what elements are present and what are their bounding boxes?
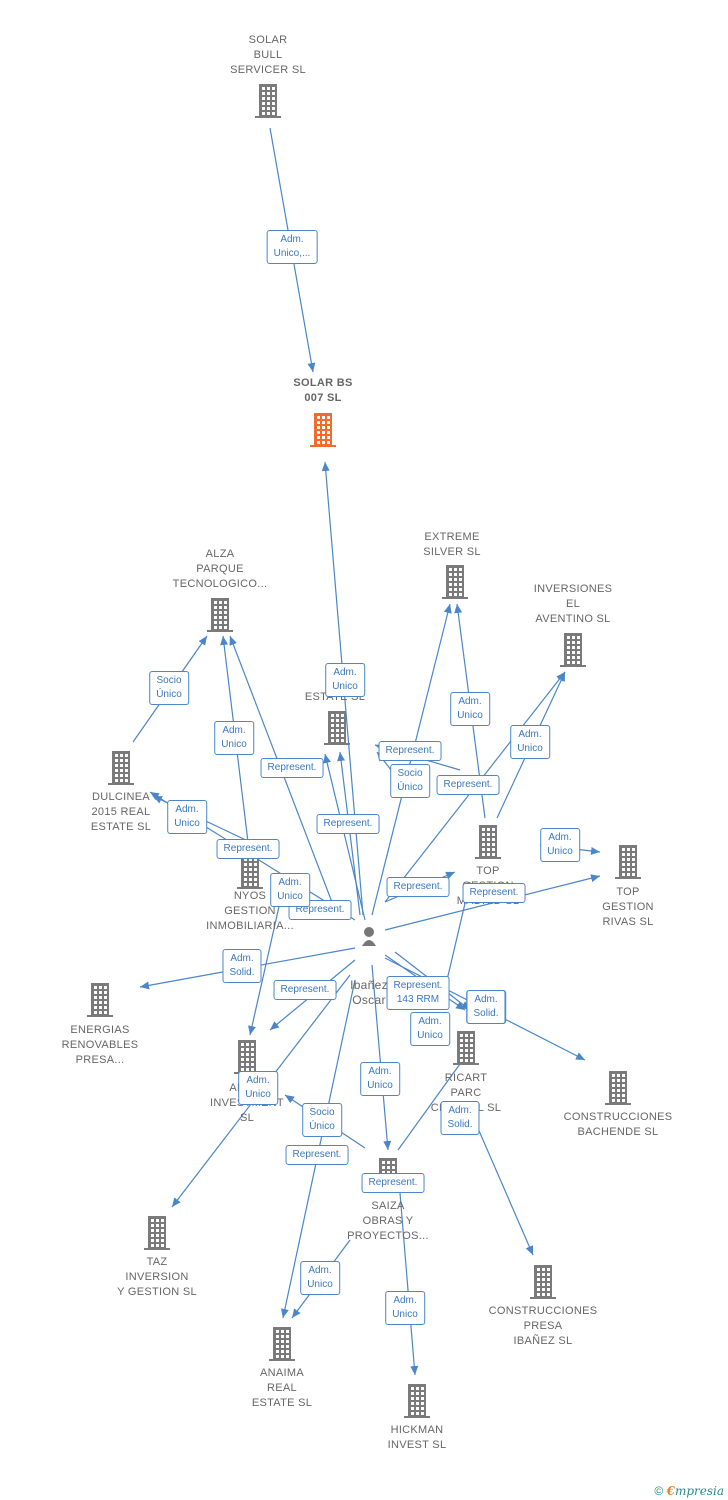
icon-layer xyxy=(87,84,641,1418)
company-label[interactable]: DULCINEA 2015 REAL ESTATE SL xyxy=(90,791,152,833)
relation-label[interactable]: Adm. Unico xyxy=(214,721,254,755)
company-label[interactable]: NYOS GESTION INMOBILIARIA... xyxy=(206,890,294,932)
building-icon[interactable] xyxy=(269,1327,295,1361)
relation-edge xyxy=(371,964,392,1151)
relation-label[interactable]: Adm. Unico xyxy=(325,663,365,697)
relation-label[interactable]: Adm. Solid. xyxy=(440,1101,480,1135)
relation-label[interactable]: Adm. Unico xyxy=(300,1261,340,1295)
building-icon[interactable] xyxy=(442,565,468,599)
relation-label[interactable]: Represent. xyxy=(216,839,280,859)
relation-label[interactable]: Represent. xyxy=(386,877,450,897)
relation-label[interactable]: Represent. xyxy=(260,758,324,778)
company-label[interactable]: EXTREME SILVER SL xyxy=(423,531,481,558)
relation-label[interactable]: Adm. Unico xyxy=(450,692,490,726)
company-label[interactable]: SOLAR BS 007 SL xyxy=(293,377,353,404)
company-label[interactable]: CONSTRUCCIONES BACHENDE SL xyxy=(563,1111,673,1138)
copyright-symbol: © xyxy=(654,1484,664,1498)
relation-label[interactable]: Represent. xyxy=(273,980,337,1000)
building-icon[interactable] xyxy=(530,1265,556,1299)
company-label[interactable]: TOP GESTION RIVAS SL xyxy=(602,886,654,928)
relation-label[interactable]: Adm. Unico xyxy=(410,1012,450,1046)
relation-label[interactable]: Represent. xyxy=(436,775,500,795)
relation-label[interactable]: Adm. Unico xyxy=(540,828,580,862)
relation-label[interactable]: Adm. Unico xyxy=(385,1291,425,1325)
company-label[interactable]: INVERSIONES EL AVENTINO SL xyxy=(533,583,613,625)
building-icon[interactable] xyxy=(404,1384,430,1418)
building-icon[interactable] xyxy=(324,711,350,745)
relation-label[interactable]: Adm. Unico xyxy=(167,800,207,834)
company-label[interactable]: ENERGIAS RENOVABLES PRESA... xyxy=(61,1024,139,1066)
company-label[interactable]: CONSTRUCCIONES PRESA IBAÑEZ SL xyxy=(488,1305,598,1347)
building-icon[interactable] xyxy=(144,1216,170,1250)
company-label[interactable]: SOLAR BULL SERVICER SL xyxy=(230,34,306,76)
building-icon[interactable] xyxy=(453,1031,479,1065)
relation-label[interactable]: Adm. Unico xyxy=(270,873,310,907)
company-label[interactable]: HICKMAN INVEST SL xyxy=(387,1424,447,1451)
building-icon[interactable] xyxy=(207,598,233,632)
building-icon[interactable] xyxy=(108,751,134,785)
building-icon[interactable] xyxy=(605,1071,631,1105)
relation-label[interactable]: Represent. xyxy=(378,741,442,761)
relation-edge xyxy=(469,1109,534,1256)
company-label[interactable]: ANAIMA REAL ESTATE SL xyxy=(251,1367,313,1409)
relation-label[interactable]: Adm. Unico xyxy=(360,1062,400,1096)
relation-label[interactable]: Adm. Unico xyxy=(238,1071,278,1105)
relation-label[interactable]: Adm. Solid. xyxy=(466,990,506,1024)
building-icon[interactable] xyxy=(237,855,263,889)
building-icon[interactable] xyxy=(310,413,336,447)
building-icon[interactable] xyxy=(255,84,281,118)
building-icon[interactable] xyxy=(87,983,113,1017)
relation-label[interactable]: Adm. Unico xyxy=(510,725,550,759)
person-icon[interactable] xyxy=(362,927,376,946)
company-label[interactable]: TAZ INVERSION Y GESTION SL xyxy=(117,1256,197,1298)
person-label[interactable]: Ibañez Oscar xyxy=(350,978,388,1007)
relation-label[interactable]: Adm. Unico,... xyxy=(266,230,318,264)
company-label[interactable]: SAIZA OBRAS Y PROYECTOS... xyxy=(347,1200,429,1242)
building-icon[interactable] xyxy=(615,845,641,879)
empresia-logo[interactable]: €mpresia xyxy=(666,1484,724,1498)
relation-label[interactable]: Adm. Solid. xyxy=(222,949,262,983)
relation-edge xyxy=(323,753,366,921)
relation-label[interactable]: Represent. xyxy=(316,814,380,834)
building-icon[interactable] xyxy=(560,633,586,667)
relation-edge xyxy=(399,1192,419,1376)
building-icon[interactable] xyxy=(234,1040,260,1074)
relation-label[interactable]: Represent. xyxy=(285,1145,349,1165)
relation-label[interactable]: Socio Único xyxy=(390,764,430,798)
building-icon[interactable] xyxy=(475,825,501,859)
footer-brand: © €mpresia xyxy=(654,1484,724,1498)
relation-label[interactable]: Represent. xyxy=(361,1173,425,1193)
company-label[interactable]: ALZA PARQUE TECNOLOGICO... xyxy=(172,548,268,590)
relation-label[interactable]: Represent. 143 RRM xyxy=(386,976,450,1010)
relation-label[interactable]: Socio Único xyxy=(302,1103,342,1137)
relation-edge xyxy=(384,874,601,931)
relation-edge xyxy=(397,1049,471,1151)
relation-label[interactable]: Represent. xyxy=(462,883,526,903)
relation-label[interactable]: Socio Único xyxy=(149,671,189,705)
